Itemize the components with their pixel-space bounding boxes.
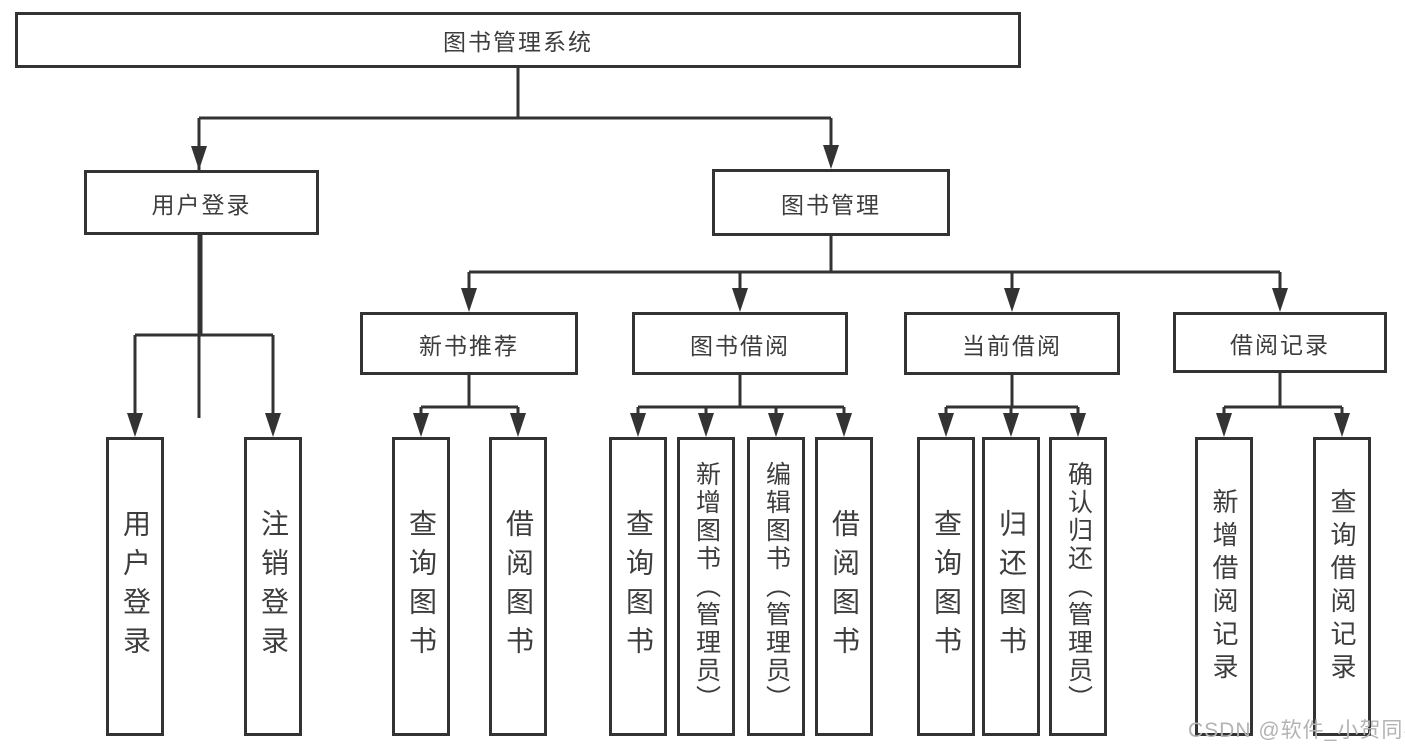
leaf-user-login-label: 用户登录	[120, 508, 151, 665]
node-user-login-label: 用户登录	[151, 191, 252, 218]
leaf-return-books: 归还图书	[982, 437, 1040, 736]
leaf-query-borrow-record-label: 查询借阅记录	[1327, 487, 1357, 686]
node-root: 图书管理系统	[15, 12, 1021, 68]
node-book-management: 图书管理	[712, 169, 950, 236]
node-book-borrowing-label: 图书借阅	[690, 332, 790, 359]
leaf-query-books-1-label: 查询图书	[406, 508, 437, 665]
leaf-borrow-books-1-label: 借阅图书	[503, 508, 534, 665]
node-book-borrowing: 图书借阅	[632, 312, 848, 375]
leaf-edit-books-admin: 编辑图书（管理员）	[747, 437, 805, 736]
leaf-query-books-3: 查询图书	[917, 437, 975, 736]
leaf-edit-books-admin-label: 编辑图书（管理员）	[762, 460, 791, 713]
connector-paths	[133, 68, 1344, 418]
node-current-borrowing-label: 当前借阅	[962, 332, 1062, 359]
leaf-add-borrow-record: 新增借阅记录	[1195, 437, 1253, 736]
node-new-book-recommend-label: 新书推荐	[419, 332, 519, 359]
leaf-user-login: 用户登录	[106, 437, 164, 736]
leaf-query-books-1: 查询图书	[392, 437, 450, 736]
watermark: CSDN @软件_小贺同学	[1188, 719, 1405, 742]
node-current-borrowing: 当前借阅	[904, 312, 1120, 375]
leaf-add-books-admin-label: 新增图书（管理员）	[692, 460, 721, 713]
leaf-borrow-books-2-label: 借阅图书	[829, 508, 860, 665]
leaf-borrow-books-1: 借阅图书	[489, 437, 547, 736]
arrowheads	[127, 145, 1350, 437]
leaf-confirm-return-admin: 确认归还（管理员）	[1049, 437, 1107, 736]
node-user-login: 用户登录	[84, 170, 319, 235]
node-new-book-recommend: 新书推荐	[360, 312, 578, 375]
leaf-add-books-admin: 新增图书（管理员）	[677, 437, 735, 736]
node-book-management-label: 图书管理	[781, 191, 881, 218]
leaf-query-books-2: 查询图书	[609, 437, 667, 736]
node-root-label: 图书管理系统	[443, 29, 593, 55]
leaf-logout: 注销登录	[244, 437, 302, 736]
leaf-query-books-2-label: 查询图书	[623, 508, 654, 665]
leaf-return-books-label: 归还图书	[996, 508, 1027, 665]
leaf-query-books-3-label: 查询图书	[931, 508, 962, 665]
node-borrowing-records-label: 借阅记录	[1230, 331, 1330, 358]
leaf-borrow-books-2: 借阅图书	[815, 437, 873, 736]
leaf-query-borrow-record: 查询借阅记录	[1313, 437, 1371, 736]
leaf-logout-label: 注销登录	[258, 508, 289, 665]
leaf-confirm-return-admin-label: 确认归还（管理员）	[1064, 460, 1093, 713]
leaf-add-borrow-record-label: 新增借阅记录	[1209, 487, 1239, 686]
node-borrowing-records: 借阅记录	[1173, 312, 1387, 373]
